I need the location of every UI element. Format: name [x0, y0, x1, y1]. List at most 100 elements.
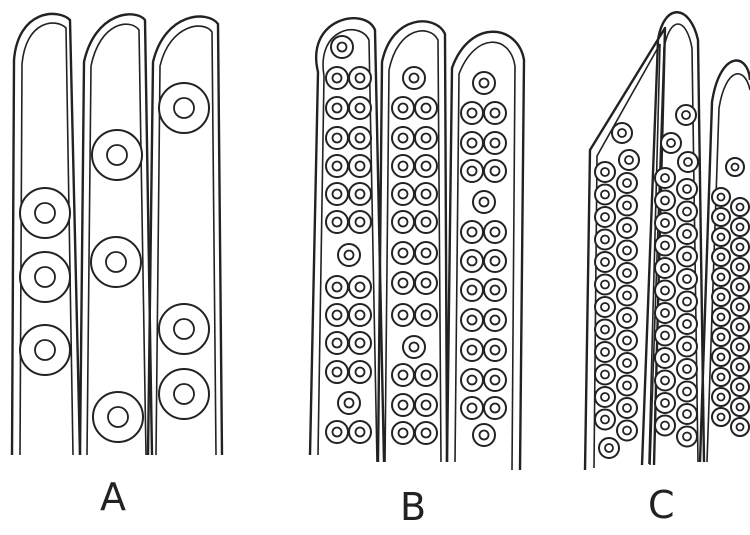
- spore: [677, 314, 697, 334]
- spore: [731, 398, 749, 416]
- spore: [655, 213, 675, 233]
- spore: [159, 369, 209, 419]
- spore: [731, 318, 749, 336]
- spore: [91, 237, 141, 287]
- spore: [712, 228, 730, 246]
- spore: [403, 336, 425, 358]
- spore: [326, 183, 348, 205]
- spore: [619, 150, 639, 170]
- ascus-sac: [80, 14, 152, 455]
- spore: [677, 359, 697, 379]
- spore: [484, 132, 506, 154]
- spore: [20, 252, 70, 302]
- panel-label-b: B: [400, 485, 426, 529]
- spore: [461, 250, 483, 272]
- spore: [392, 364, 414, 386]
- spore: [349, 183, 371, 205]
- spore: [326, 155, 348, 177]
- spore: [595, 387, 615, 407]
- spore: [712, 288, 730, 306]
- spore: [159, 304, 209, 354]
- spore: [677, 382, 697, 402]
- spore: [331, 36, 353, 58]
- spore: [655, 258, 675, 278]
- spore: [595, 162, 615, 182]
- spore: [617, 196, 637, 216]
- spore: [338, 244, 360, 266]
- spore: [415, 272, 437, 294]
- panel-b: B: [310, 18, 524, 529]
- spore: [617, 286, 637, 306]
- spore: [461, 397, 483, 419]
- spore: [661, 133, 681, 153]
- spore: [415, 422, 437, 444]
- spore: [415, 183, 437, 205]
- spore: [655, 416, 675, 436]
- spore: [415, 127, 437, 149]
- spore: [731, 378, 749, 396]
- spore: [349, 304, 371, 326]
- spore: [461, 309, 483, 331]
- spore: [655, 236, 675, 256]
- spore: [484, 221, 506, 243]
- spore: [595, 207, 615, 227]
- spore: [595, 342, 615, 362]
- spore: [473, 424, 495, 446]
- spore: [655, 191, 675, 211]
- spore: [349, 67, 371, 89]
- spore: [677, 292, 697, 312]
- spore: [326, 332, 348, 354]
- spore: [617, 331, 637, 351]
- spore: [392, 394, 414, 416]
- spore: [595, 230, 615, 250]
- spore: [461, 221, 483, 243]
- spore: [403, 67, 425, 89]
- spore: [484, 160, 506, 182]
- spore: [712, 348, 730, 366]
- spore: [392, 155, 414, 177]
- spore: [655, 348, 675, 368]
- spore: [473, 72, 495, 94]
- spore-group: [326, 36, 371, 443]
- spore: [617, 263, 637, 283]
- spore: [595, 185, 615, 205]
- spore: [484, 339, 506, 361]
- spore: [338, 392, 360, 414]
- panel-c: C: [585, 12, 750, 527]
- spore: [712, 248, 730, 266]
- spore: [595, 252, 615, 272]
- spore: [326, 421, 348, 443]
- spore: [617, 421, 637, 441]
- panel-label-a: A: [100, 475, 126, 519]
- spore: [731, 198, 749, 216]
- spore: [678, 152, 698, 172]
- spore: [415, 97, 437, 119]
- spore: [731, 298, 749, 316]
- spore: [349, 211, 371, 233]
- spore: [655, 168, 675, 188]
- spore: [349, 155, 371, 177]
- spore: [599, 438, 619, 458]
- panel-label-c: C: [648, 483, 675, 527]
- spore: [655, 303, 675, 323]
- spore: [326, 211, 348, 233]
- spore: [712, 268, 730, 286]
- spore: [92, 130, 142, 180]
- spore: [676, 105, 696, 125]
- spore: [484, 397, 506, 419]
- spore: [595, 275, 615, 295]
- spore: [617, 218, 637, 238]
- spore: [392, 97, 414, 119]
- spore: [731, 238, 749, 256]
- spore: [612, 123, 632, 143]
- spore: [326, 361, 348, 383]
- spore: [595, 320, 615, 340]
- spore: [617, 353, 637, 373]
- spore: [595, 410, 615, 430]
- spore: [415, 211, 437, 233]
- spore: [617, 173, 637, 193]
- spore: [677, 224, 697, 244]
- spore: [461, 102, 483, 124]
- spore: [461, 279, 483, 301]
